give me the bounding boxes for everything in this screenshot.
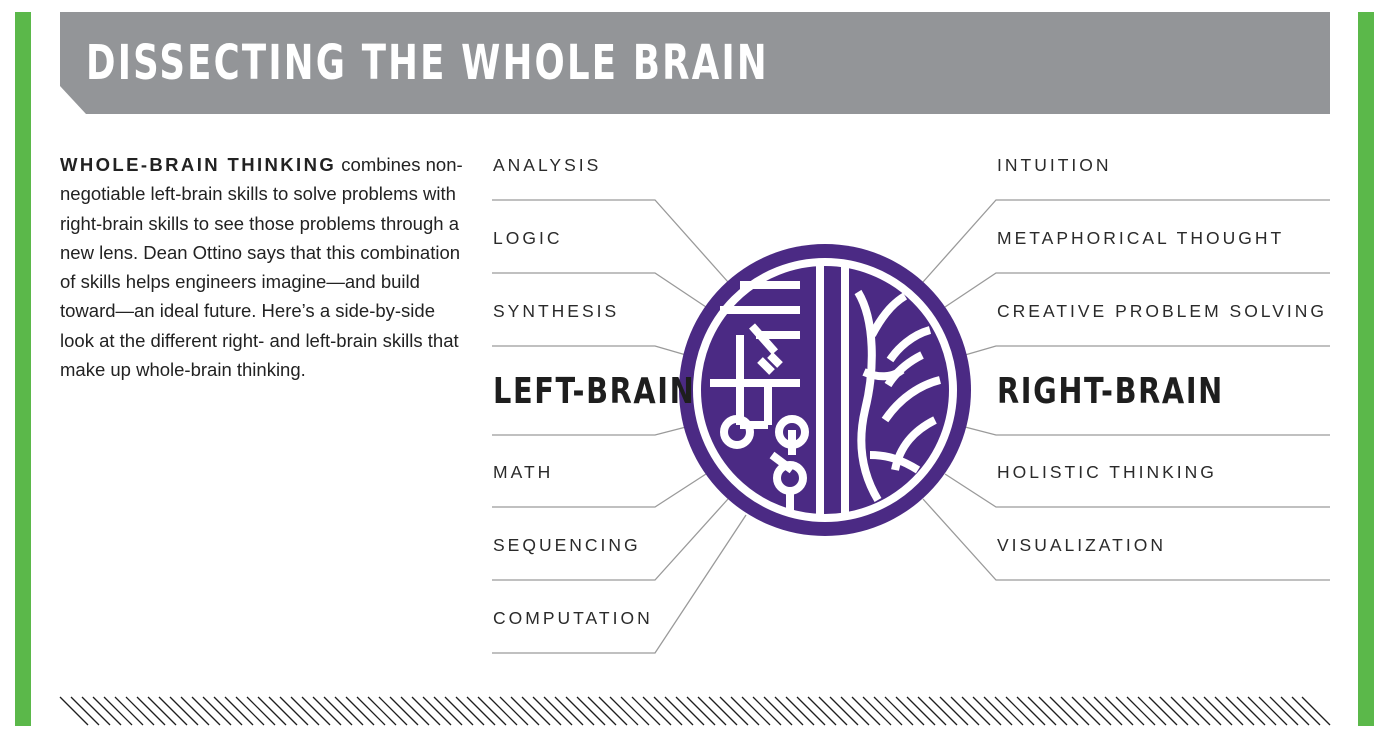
brain-circuit-icon <box>679 244 971 536</box>
connector-line <box>492 272 707 308</box>
title-banner: DISSECTING THE WHOLE BRAIN <box>60 12 1330 114</box>
connector-line <box>944 473 1330 508</box>
connector-line <box>964 345 1330 356</box>
left-skill-math: MATH <box>493 462 554 482</box>
right-skill-metaphorical-thought: METAPHORICAL THOUGHT <box>997 228 1285 248</box>
intro-paragraph: WHOLE-BRAIN THINKING combines non-negoti… <box>60 150 470 384</box>
left-accent-bar <box>15 12 31 726</box>
connector-line <box>492 345 687 356</box>
intro-lead: WHOLE-BRAIN THINKING <box>60 154 337 175</box>
connector-line <box>964 426 1330 436</box>
left-skill-synthesis: SYNTHESIS <box>493 301 620 321</box>
connector-line <box>922 498 1330 581</box>
right-skill-creative-problem-solving: CREATIVE PROBLEM SOLVING <box>997 301 1328 321</box>
connector-line <box>492 498 729 581</box>
left-skill-sequencing: SEQUENCING <box>493 535 641 555</box>
right-accent-bar <box>1358 12 1374 726</box>
connector-line <box>922 199 1330 283</box>
connector-line <box>492 199 729 283</box>
left-skill-logic: LOGIC <box>493 228 563 248</box>
right-skill-visualization: VISUALIZATION <box>997 535 1166 555</box>
intro-body: combines non-negotiable left-brain skill… <box>60 154 463 381</box>
left-brain-heading: LEFT-BRAIN <box>493 371 696 412</box>
left-skill-computation: COMPUTATION <box>493 608 653 628</box>
page-title: DISSECTING THE WHOLE BRAIN <box>86 35 769 91</box>
connector-line <box>944 272 1330 308</box>
right-brain-heading: RIGHT-BRAIN <box>997 371 1224 412</box>
left-skill-analysis: ANALYSIS <box>493 155 602 175</box>
connector-line <box>492 514 747 654</box>
hatch-divider <box>59 696 1331 726</box>
right-skill-intuition: INTUITION <box>997 155 1112 175</box>
connector-line <box>492 426 687 436</box>
right-skill-holistic-thinking: HOLISTIC THINKING <box>997 462 1217 482</box>
connector-line <box>492 473 707 508</box>
